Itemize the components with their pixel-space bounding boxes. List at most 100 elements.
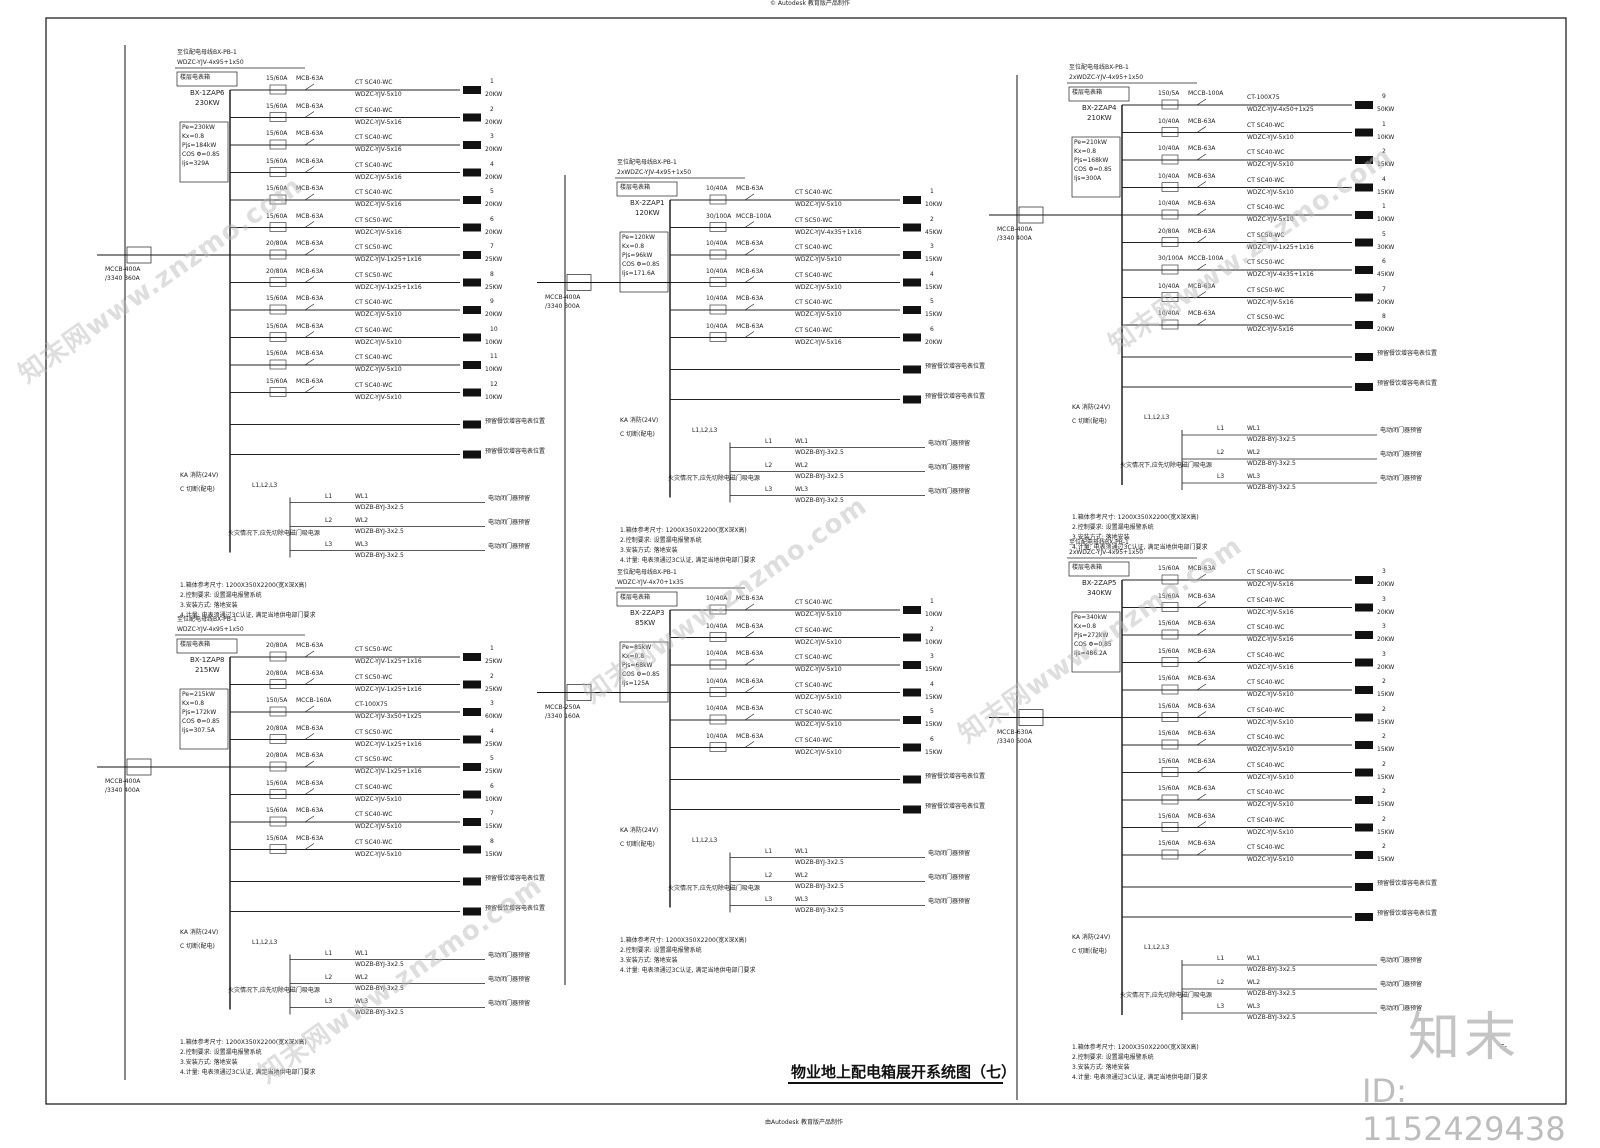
panel-power: 230KW <box>195 99 220 107</box>
feeder-label: 至位配电母线BX-PB-1 <box>177 49 237 56</box>
door-cable: WDZB-BYJ-3x2.5 <box>355 1008 404 1016</box>
kwh-meter <box>709 687 727 697</box>
circuit-load: 15KW <box>925 666 943 673</box>
breaker-symbol <box>1196 181 1207 188</box>
ct-rating: 15/60A <box>1158 620 1180 627</box>
kwh-meter <box>1161 574 1179 585</box>
bus-label: L1,L2,L3 <box>252 938 278 946</box>
conduit-spec: CT SC40-WC <box>795 299 833 306</box>
circuit-load: 25KW <box>485 740 503 748</box>
cable-spec: WDZC-YJV-5x10 <box>795 311 842 318</box>
circuit-breaker: MCB-63A <box>296 752 324 759</box>
breaker-symbol <box>304 760 315 768</box>
feeder-label: 至位配电母线BX-PB-1 <box>1069 539 1129 546</box>
conduit-spec: CT SC40-WC <box>795 271 833 279</box>
ct-rating: 15/60A <box>266 130 288 137</box>
ct-rating: 15/60A <box>1158 592 1180 600</box>
conduit-spec: CT SC40-WC <box>795 709 833 716</box>
terminal-block <box>1355 321 1373 329</box>
cable-spec: WDZC-YJV-5x16 <box>1247 298 1294 306</box>
cable-spec: WDZC-YJV-5x10 <box>355 311 402 318</box>
cable-spec: WDZC-YJV-5x10 <box>1247 718 1294 726</box>
panel-note: 2.控制要求: 设置漏电报警系统 <box>1072 1054 1154 1061</box>
bus-label: L1,L2,L3 <box>692 836 718 844</box>
main-breaker-box <box>1018 206 1044 224</box>
breaker-symbol <box>1196 656 1207 663</box>
conduit-spec: CT SC40-WC <box>795 736 833 744</box>
breaker-symbol <box>1196 208 1207 216</box>
circuit-load: 15KW <box>925 693 943 701</box>
door-cable: WDZB-BYJ-3x2.5 <box>355 960 404 968</box>
door-closer-label: 电动闭门器预留 <box>1380 451 1423 458</box>
panel-power: 340KW <box>1087 589 1112 597</box>
ct-rating: 10/40A <box>706 732 728 740</box>
param-line: Ijs=300A <box>1074 175 1102 182</box>
panel-name: BX-2ZAP5 <box>1082 579 1117 587</box>
conduit-spec: CT SC40-WC <box>355 838 393 846</box>
terminal-block <box>1355 658 1373 667</box>
feeder-label: 至位配电母线BX-PB-1 <box>177 616 237 623</box>
kwh-meter <box>1161 237 1179 247</box>
door-phase: L2 <box>325 516 333 524</box>
breaker-symbol <box>304 678 315 685</box>
room-label: 楼层电表箱 <box>620 594 651 601</box>
circuit-number: 2 <box>490 672 494 680</box>
door-closer-label: 电动闭门器预留 <box>488 542 531 550</box>
conduit-spec: CT SC40-WC <box>1247 596 1285 604</box>
cable-spec: WDZC-YJV-1x25+1x16 <box>355 256 422 263</box>
terminal-block <box>463 333 481 342</box>
terminal-block <box>463 877 481 886</box>
terminal-block <box>903 306 921 314</box>
ct-rating: 15/60A <box>266 377 288 385</box>
circuit-load: 20KW <box>485 91 503 98</box>
door-closer-label: 电动闭门器预留 <box>928 897 971 905</box>
circuit-number: 4 <box>1382 175 1386 183</box>
circuit-number: 6 <box>930 325 934 333</box>
terminal-block <box>903 333 921 342</box>
param-line: Pe=210kW <box>1074 139 1107 146</box>
cable-spec: WDZC-YJV-1x25+1x16 <box>355 658 422 665</box>
ct-rating: 20/80A <box>266 669 288 677</box>
breaker-symbol <box>744 631 755 638</box>
circuit-load: 15KW <box>1377 161 1395 168</box>
ct-rating: 15/60A <box>266 75 288 82</box>
door-note: 火灾情况下,应先切除电磁门吸电源 <box>1120 462 1212 469</box>
circuit-load: 30KW <box>1377 243 1395 251</box>
circuit-load: 20KW <box>485 173 503 181</box>
fire-cutoff: C 切断(配电) <box>180 485 215 493</box>
breaker-symbol <box>304 788 315 795</box>
circuit-breaker: MCCB-100A <box>1188 255 1224 262</box>
spare-label: 预留餐饮增容电表位置 <box>1377 350 1438 357</box>
main-breaker: MCCB-400A <box>545 293 581 301</box>
door-cable: WDZB-BYJ-3x2.5 <box>1247 1014 1296 1021</box>
kwh-meter <box>1161 712 1179 722</box>
circuit-load: 20KW <box>925 338 943 346</box>
breaker-symbol <box>744 713 755 721</box>
door-note: 火灾情况下,应先切除电磁门吸电源 <box>1120 992 1212 999</box>
param-line: Pjs=96kW <box>622 252 653 259</box>
conduit-spec: CT SC40-WC <box>1247 651 1285 659</box>
conduit-spec: CT SC50-WC <box>355 271 393 279</box>
breaker-symbol <box>1196 236 1207 243</box>
breaker-symbol <box>304 386 315 393</box>
breaker-symbol <box>744 221 755 228</box>
param-line: Pe=120kW <box>622 234 655 241</box>
kwh-meter <box>1161 657 1179 667</box>
door-phase: L1 <box>325 492 333 500</box>
breaker-symbol <box>1196 711 1207 718</box>
param-line: Kx=0.8 <box>622 243 645 250</box>
breaker-symbol <box>304 193 315 201</box>
ct-rating: 10/40A <box>1158 172 1180 180</box>
ct-rating: 10/40A <box>706 295 728 302</box>
door-cable: WDZB-BYJ-3x2.5 <box>355 984 404 992</box>
breaker-symbol <box>1196 793 1207 801</box>
terminal-block <box>463 420 481 429</box>
circuit-load: 15KW <box>1377 691 1395 698</box>
circuit-breaker: MCB-63A <box>296 322 324 330</box>
id-label: ID: 1152429438 <box>1362 1072 1566 1148</box>
room-box <box>176 638 238 654</box>
circuit-load: 60KW <box>485 713 503 720</box>
door-closer-label: 电动闭门器预留 <box>1380 427 1423 434</box>
kwh-meter <box>269 222 287 232</box>
